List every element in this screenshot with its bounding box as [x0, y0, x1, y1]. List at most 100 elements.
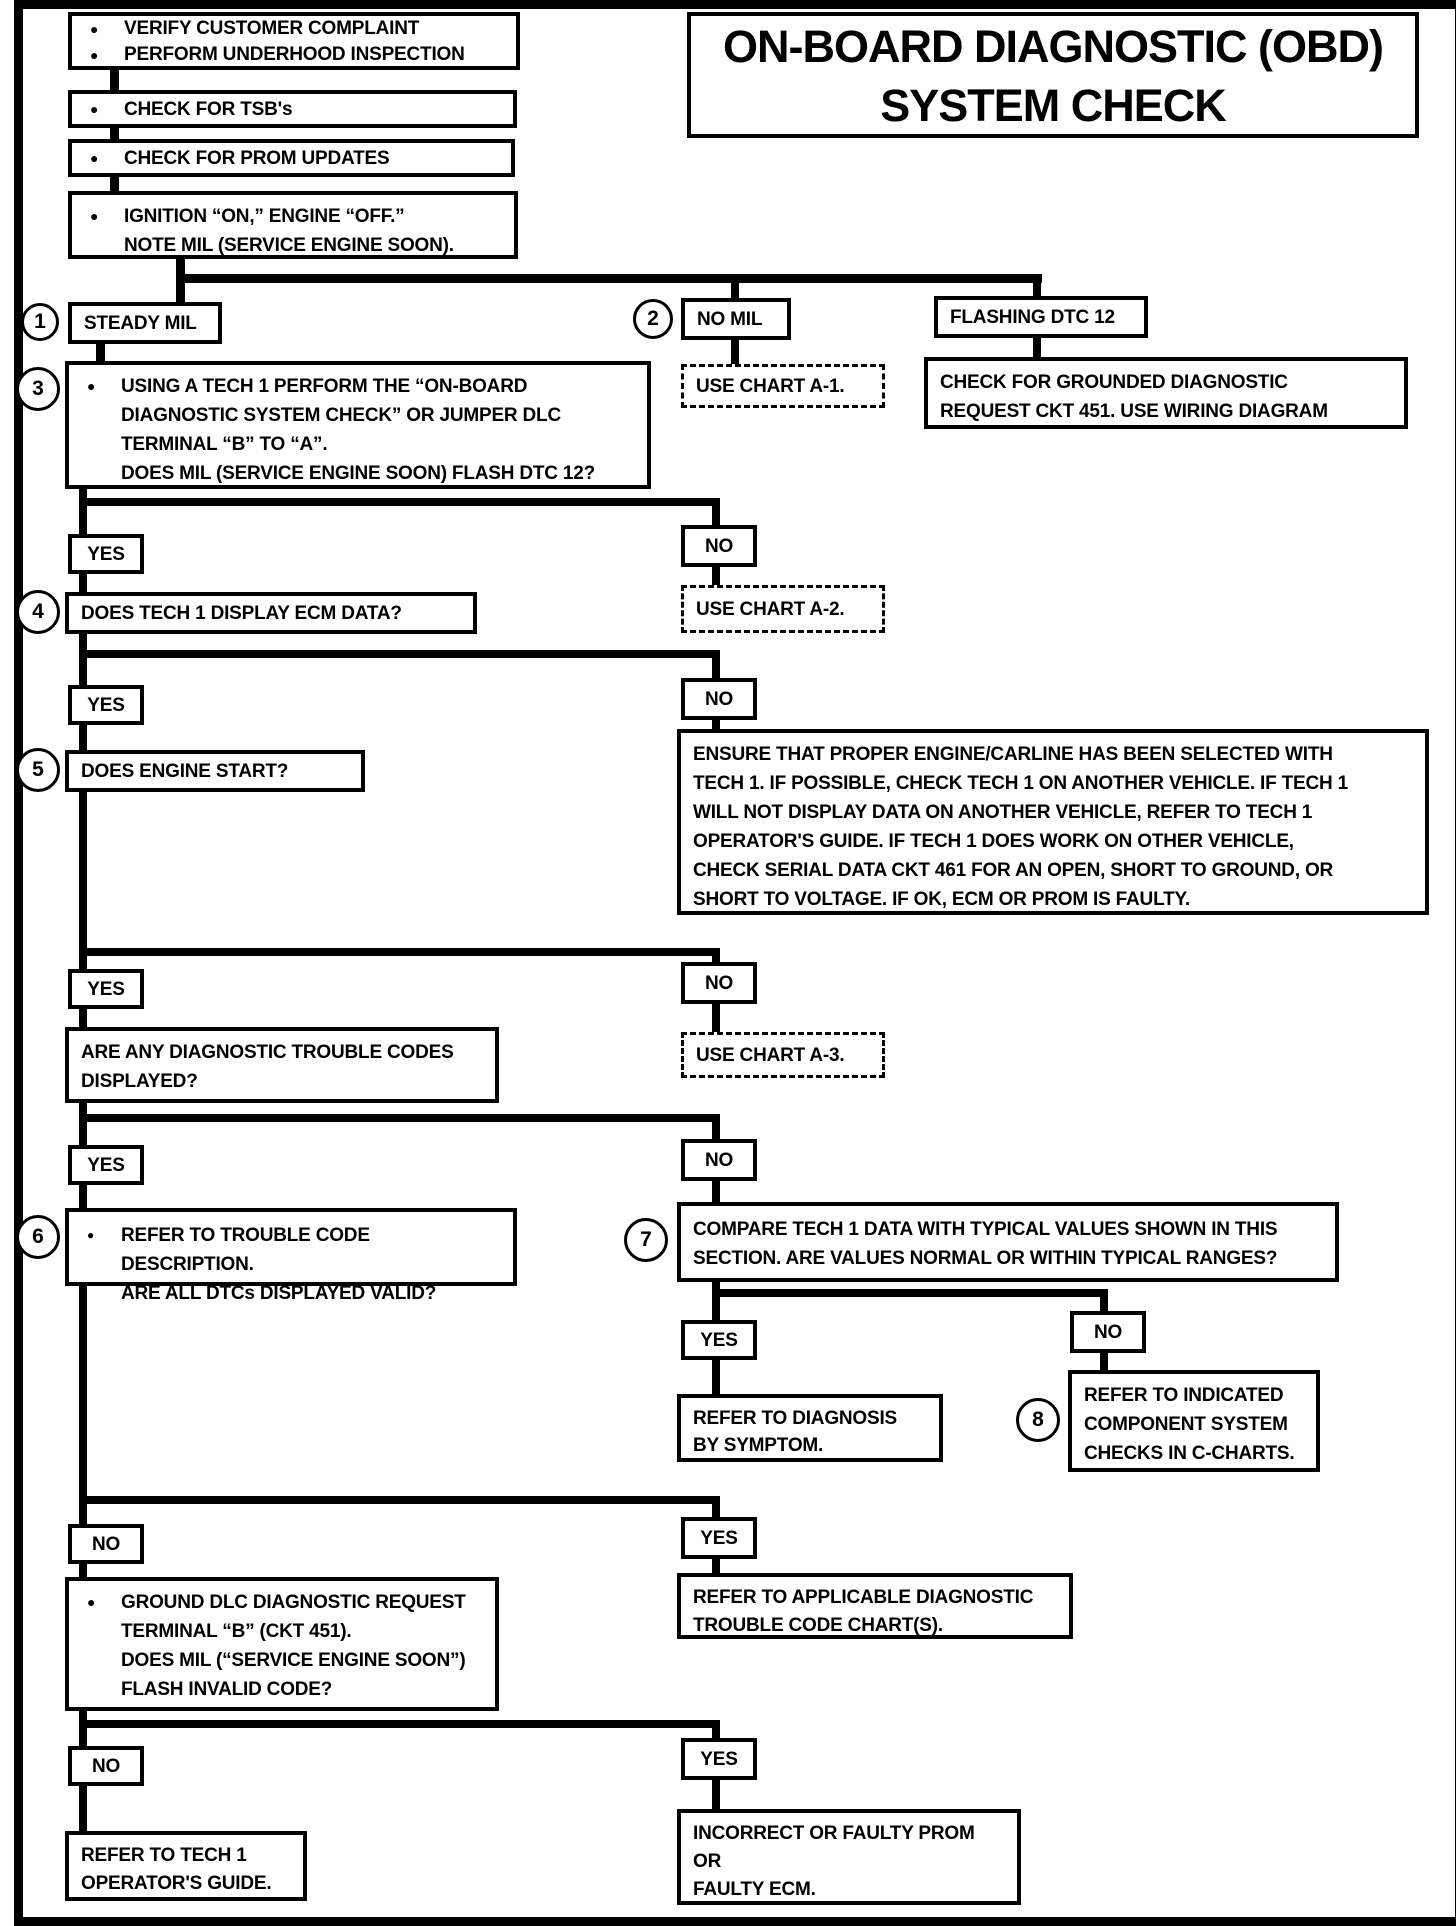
use-chart-a1-label: USE CHART A-1. — [696, 375, 845, 397]
connector — [731, 340, 739, 366]
yes-label: YES — [700, 1748, 738, 1770]
ground-dlc-line4: FLASH INVALID CODE? — [121, 1679, 333, 1700]
no-box-7: NO — [68, 1746, 144, 1786]
no-box-1: NO — [681, 525, 757, 567]
no-label: NO — [91, 1533, 121, 1555]
node-faulty-prom-ecm: INCORRECT OR FAULTY PROM OR FAULTY ECM. — [677, 1809, 1021, 1905]
yes-box-6: YES — [681, 1517, 757, 1559]
q3-line3: TERMINAL “B” TO “A”. — [121, 434, 328, 455]
prep-box-prom: ●CHECK FOR PROM UPDATES — [68, 139, 515, 177]
symptom-line1: REFER TO DIAGNOSIS — [693, 1408, 898, 1429]
node-q3-obd-check: ●USING A TECH 1 PERFORM THE “ON-BOARD DI… — [65, 361, 651, 489]
step-circle-2: 2 — [633, 299, 673, 339]
use-chart-a3-label: USE CHART A-3. — [696, 1044, 845, 1066]
prep-box-tsb: ● CHECK FOR TSB's — [68, 90, 517, 128]
symptom-line2: BY SYMPTOM. — [693, 1435, 824, 1456]
yes-box-3: YES — [68, 969, 144, 1009]
connector — [79, 1496, 720, 1504]
prep-tsb-label: CHECK FOR TSB's — [124, 98, 293, 120]
prep-box-ignition: ●IGNITION “ON,” ENGINE “OFF.” NOTE MIL (… — [68, 191, 518, 259]
connector — [712, 1180, 720, 1204]
step-circle-3: 3 — [16, 367, 60, 411]
connector — [79, 498, 720, 506]
tech1-line1: REFER TO TECH 1 — [81, 1845, 247, 1866]
connector — [79, 1184, 87, 1210]
no-box-2: NO — [681, 678, 757, 720]
yes-box-1: YES — [68, 534, 144, 574]
c-charts-line1: REFER TO INDICATED — [1084, 1385, 1284, 1406]
node-diagnosis-by-symptom: REFER TO DIAGNOSIS BY SYMPTOM. — [677, 1394, 943, 1462]
yes-box-2: YES — [68, 685, 144, 725]
q6-line2: ARE ALL DTCs DISPLAYED VALID? — [121, 1283, 437, 1304]
bullet-spacer — [81, 401, 121, 430]
q3-line2: DIAGNOSTIC SYSTEM CHECK” OR JUMPER DLC — [121, 405, 561, 426]
prep-verify-line2: PERFORM UNDERHOOD INSPECTION — [124, 44, 465, 65]
prep-box-verify: ●VERIFY CUSTOMER COMPLAINT ●PERFORM UNDE… — [68, 12, 520, 70]
prep-prom-label: CHECK FOR PROM UPDATES — [124, 147, 390, 169]
yes-box-4: YES — [68, 1145, 144, 1185]
connector — [79, 1114, 720, 1122]
connector — [712, 498, 720, 526]
connector — [176, 274, 1042, 283]
yes-label: YES — [700, 1527, 738, 1549]
connector — [712, 1003, 720, 1033]
connector — [712, 1297, 720, 1321]
grounded-line1: CHECK FOR GROUNDED DIAGNOSTIC — [940, 372, 1288, 393]
bullet-icon: ● — [90, 100, 99, 117]
step-number: 5 — [32, 758, 44, 781]
no-label: NO — [91, 1755, 121, 1777]
bullet-icon: ● — [87, 1594, 96, 1610]
connector — [1100, 1297, 1108, 1312]
applicable-line1: REFER TO APPLICABLE DIAGNOSTIC — [693, 1587, 1034, 1608]
step-number: 3 — [32, 377, 44, 400]
ensure-line2: TECH 1. IF POSSIBLE, CHECK TECH 1 ON ANO… — [693, 773, 1348, 794]
yes-label: YES — [87, 694, 125, 716]
connector — [79, 724, 87, 752]
bullet-icon: ● — [87, 378, 96, 394]
q4-label: DOES TECH 1 DISPLAY ECM DATA? — [81, 602, 402, 624]
ground-dlc-line3: DOES MIL (“SERVICE ENGINE SOON”) — [121, 1650, 466, 1671]
node-q4-ecm-data: DOES TECH 1 DISPLAY ECM DATA? — [65, 592, 477, 634]
ground-dlc-line2: TERMINAL “B” (CKT 451). — [121, 1621, 352, 1642]
no-box-6: NO — [68, 1524, 144, 1564]
no-label: NO — [704, 1149, 734, 1171]
connector — [731, 283, 739, 300]
connector — [712, 1289, 1108, 1297]
connector — [712, 1496, 720, 1518]
bullet-spacer — [84, 231, 124, 260]
connector — [79, 1103, 87, 1146]
ensure-line1: ENSURE THAT PROPER ENGINE/CARLINE HAS BE… — [693, 744, 1333, 765]
connector — [176, 259, 185, 279]
no-mil-label: NO MIL — [697, 308, 763, 330]
bullet-spacer — [81, 1279, 121, 1308]
step-number: 1 — [34, 310, 46, 333]
faulty-line2: OR — [693, 1851, 722, 1872]
yes-box-7: YES — [681, 1738, 757, 1780]
ensure-line3: WILL NOT DISPLAY DATA ON ANOTHER VEHICLE… — [693, 802, 1313, 823]
connector — [712, 1114, 720, 1140]
node-use-chart-a3: USE CHART A-3. — [681, 1032, 885, 1078]
connector — [712, 1720, 720, 1739]
bullet-spacer — [81, 1646, 121, 1675]
node-q5-engine-start: DOES ENGINE START? — [65, 750, 365, 792]
connector — [1033, 338, 1041, 359]
page-title-line1: ON-BOARD DIAGNOSTIC (OBD) — [723, 21, 1384, 72]
step-circle-4: 4 — [16, 590, 60, 634]
steady-mil-label: STEADY MIL — [84, 312, 197, 334]
node-steady-mil: STEADY MIL — [68, 302, 222, 344]
q7-line1: COMPARE TECH 1 DATA WITH TYPICAL VALUES … — [693, 1219, 1278, 1240]
yes-label: YES — [87, 978, 125, 1000]
applicable-line2: TROUBLE CODE CHART(S). — [693, 1615, 943, 1636]
connector — [712, 566, 720, 587]
node-q-codes-displayed: ARE ANY DIAGNOSTIC TROUBLE CODES DISPLAY… — [65, 1027, 499, 1103]
connector — [712, 948, 720, 963]
no-label: NO — [704, 535, 734, 557]
bullet-spacer — [81, 430, 121, 459]
node-applicable-dtc-charts: REFER TO APPLICABLE DIAGNOSTIC TROUBLE C… — [677, 1573, 1073, 1639]
bullet-spacer — [81, 459, 121, 488]
connector — [79, 1710, 87, 1747]
no-box-5: NO — [1070, 1311, 1146, 1353]
connector — [712, 1558, 720, 1574]
connector — [79, 1008, 87, 1029]
bullet-icon: ● — [90, 47, 99, 63]
